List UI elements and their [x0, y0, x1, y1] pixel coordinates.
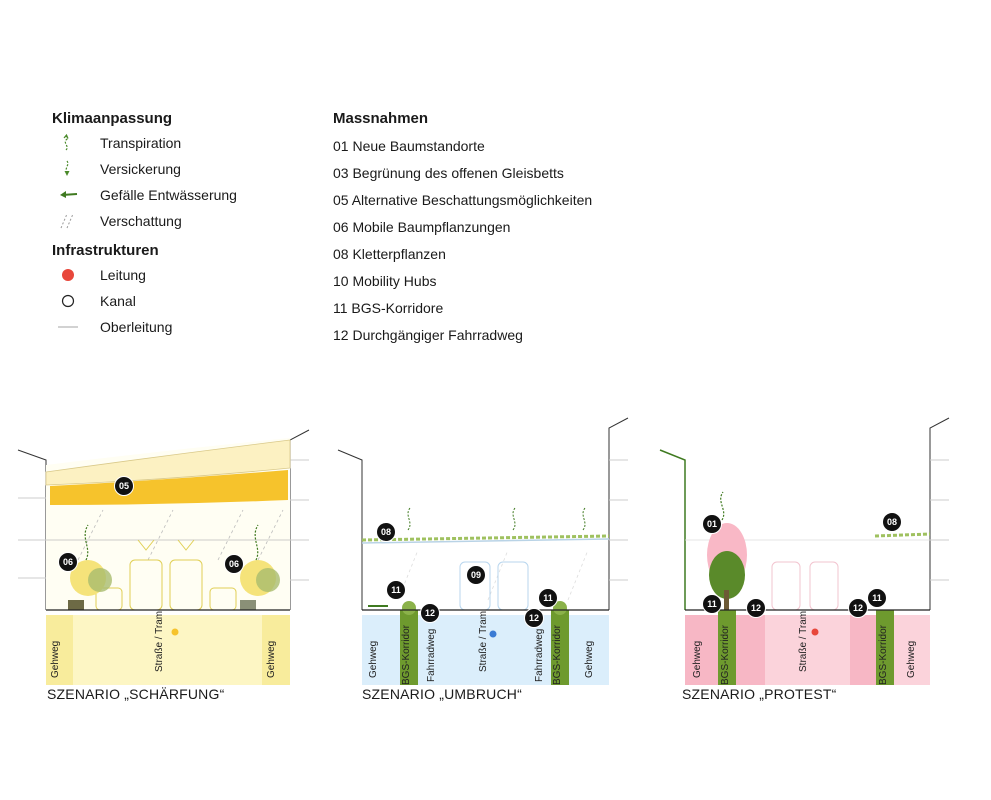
badge-12: 12 — [524, 608, 544, 628]
section-label: Gehweg — [906, 640, 917, 678]
badge-08: 08 — [376, 522, 396, 542]
oberleitung-line-icon — [58, 326, 78, 328]
legend-item-kanal: Kanal — [52, 288, 312, 314]
badge-06: 06 — [58, 552, 78, 572]
scenario-protest: 01 08 11 11 12 12 Gehweg BGS-Korridor St… — [659, 410, 960, 710]
massnahme-item: 03 Begrünung des offenen Gleisbetts — [333, 165, 564, 181]
section-label: Straße / Tram — [154, 610, 165, 672]
badge-08: 08 — [882, 512, 902, 532]
versickerung-icon — [64, 160, 70, 176]
caption-protest: SZENARIO „PROTEST“ — [682, 686, 837, 702]
legend-klima-title: Klimaanpassung — [52, 110, 173, 127]
section-drawing-protest — [659, 417, 950, 685]
badge-11: 11 — [386, 580, 406, 600]
transpiration-icon — [63, 133, 69, 151]
section-label: Straße / Tram — [798, 610, 809, 672]
scenario-schaerfung: 05 06 06 Gehweg Straße / Tram Gehweg — [17, 410, 318, 710]
section-label: Fahrradweg — [534, 628, 545, 682]
badge-11: 11 — [867, 588, 887, 608]
legend-massnahmen-title: Massnahmen — [333, 110, 429, 127]
legend-item-oberleitung: Oberleitung — [52, 314, 312, 340]
badge-12: 12 — [746, 598, 766, 618]
scenario-umbruch: 08 09 11 11 12 12 Gehweg BGS-Korridor Fa… — [337, 410, 638, 710]
arrow-left-icon — [60, 191, 78, 198]
legend-item-transpiration: Transpiration — [52, 130, 312, 156]
section-label: BGS-Korridor — [552, 624, 563, 685]
section-label: Straße / Tram — [478, 610, 489, 672]
legend-item-verschattung: Verschattung — [52, 208, 312, 234]
legend-item-leitung: Leitung — [52, 262, 312, 288]
section-label: Gehweg — [266, 640, 277, 678]
badge-06: 06 — [224, 554, 244, 574]
section-label: Fahrradweg — [426, 628, 437, 682]
section-label: Gehweg — [368, 640, 379, 678]
leitung-dot-icon — [62, 269, 74, 281]
section-drawing-umbruch — [337, 417, 629, 685]
badge-05: 05 — [114, 476, 134, 496]
legend-klima-infra: Klimaanpassung Transpiration Versickerun… — [52, 108, 312, 340]
kanal-circle-icon — [61, 294, 75, 308]
badge-11: 11 — [538, 588, 558, 608]
section-label: Gehweg — [692, 640, 703, 678]
section-label: BGS-Korridor — [720, 624, 731, 685]
massnahme-item: 05 Alternative Beschattungsmöglichkeiten — [333, 192, 593, 208]
caption-schaerfung: SZENARIO „SCHÄRFUNG“ — [47, 686, 225, 702]
section-label: Gehweg — [50, 640, 61, 678]
massnahme-item: 01 Neue Baumstandorte — [333, 138, 485, 154]
massnahme-item: 11 BGS-Korridore — [333, 300, 444, 316]
massnahme-item: 06 Mobile Baumpflanzungen — [333, 219, 511, 235]
badge-01: 01 — [702, 514, 722, 534]
section-label: BGS-Korridor — [878, 624, 889, 685]
section-label: BGS-Korridor — [401, 624, 412, 685]
badge-12: 12 — [848, 598, 868, 618]
caption-umbruch: SZENARIO „UMBRUCH“ — [362, 686, 522, 702]
legend-item-gefaelle: Gefälle Entwässerung — [52, 182, 312, 208]
badge-09: 09 — [466, 565, 486, 585]
legend-item-versickerung: Versickerung — [52, 156, 312, 182]
massnahme-item: 12 Durchgängiger Fahrradweg — [333, 327, 523, 343]
badge-12: 12 — [420, 603, 440, 623]
section-label: Gehweg — [584, 640, 595, 678]
badge-11: 11 — [702, 594, 722, 614]
legend-infra-title: Infrastrukturen — [52, 242, 159, 259]
verschattung-icon — [60, 213, 74, 229]
massnahme-item: 10 Mobility Hubs — [333, 273, 437, 289]
massnahme-item: 08 Kletterpflanzen — [333, 246, 446, 262]
legend-massnahmen: Massnahmen 01 Neue Baumstandorte 03 Begr… — [333, 108, 653, 349]
